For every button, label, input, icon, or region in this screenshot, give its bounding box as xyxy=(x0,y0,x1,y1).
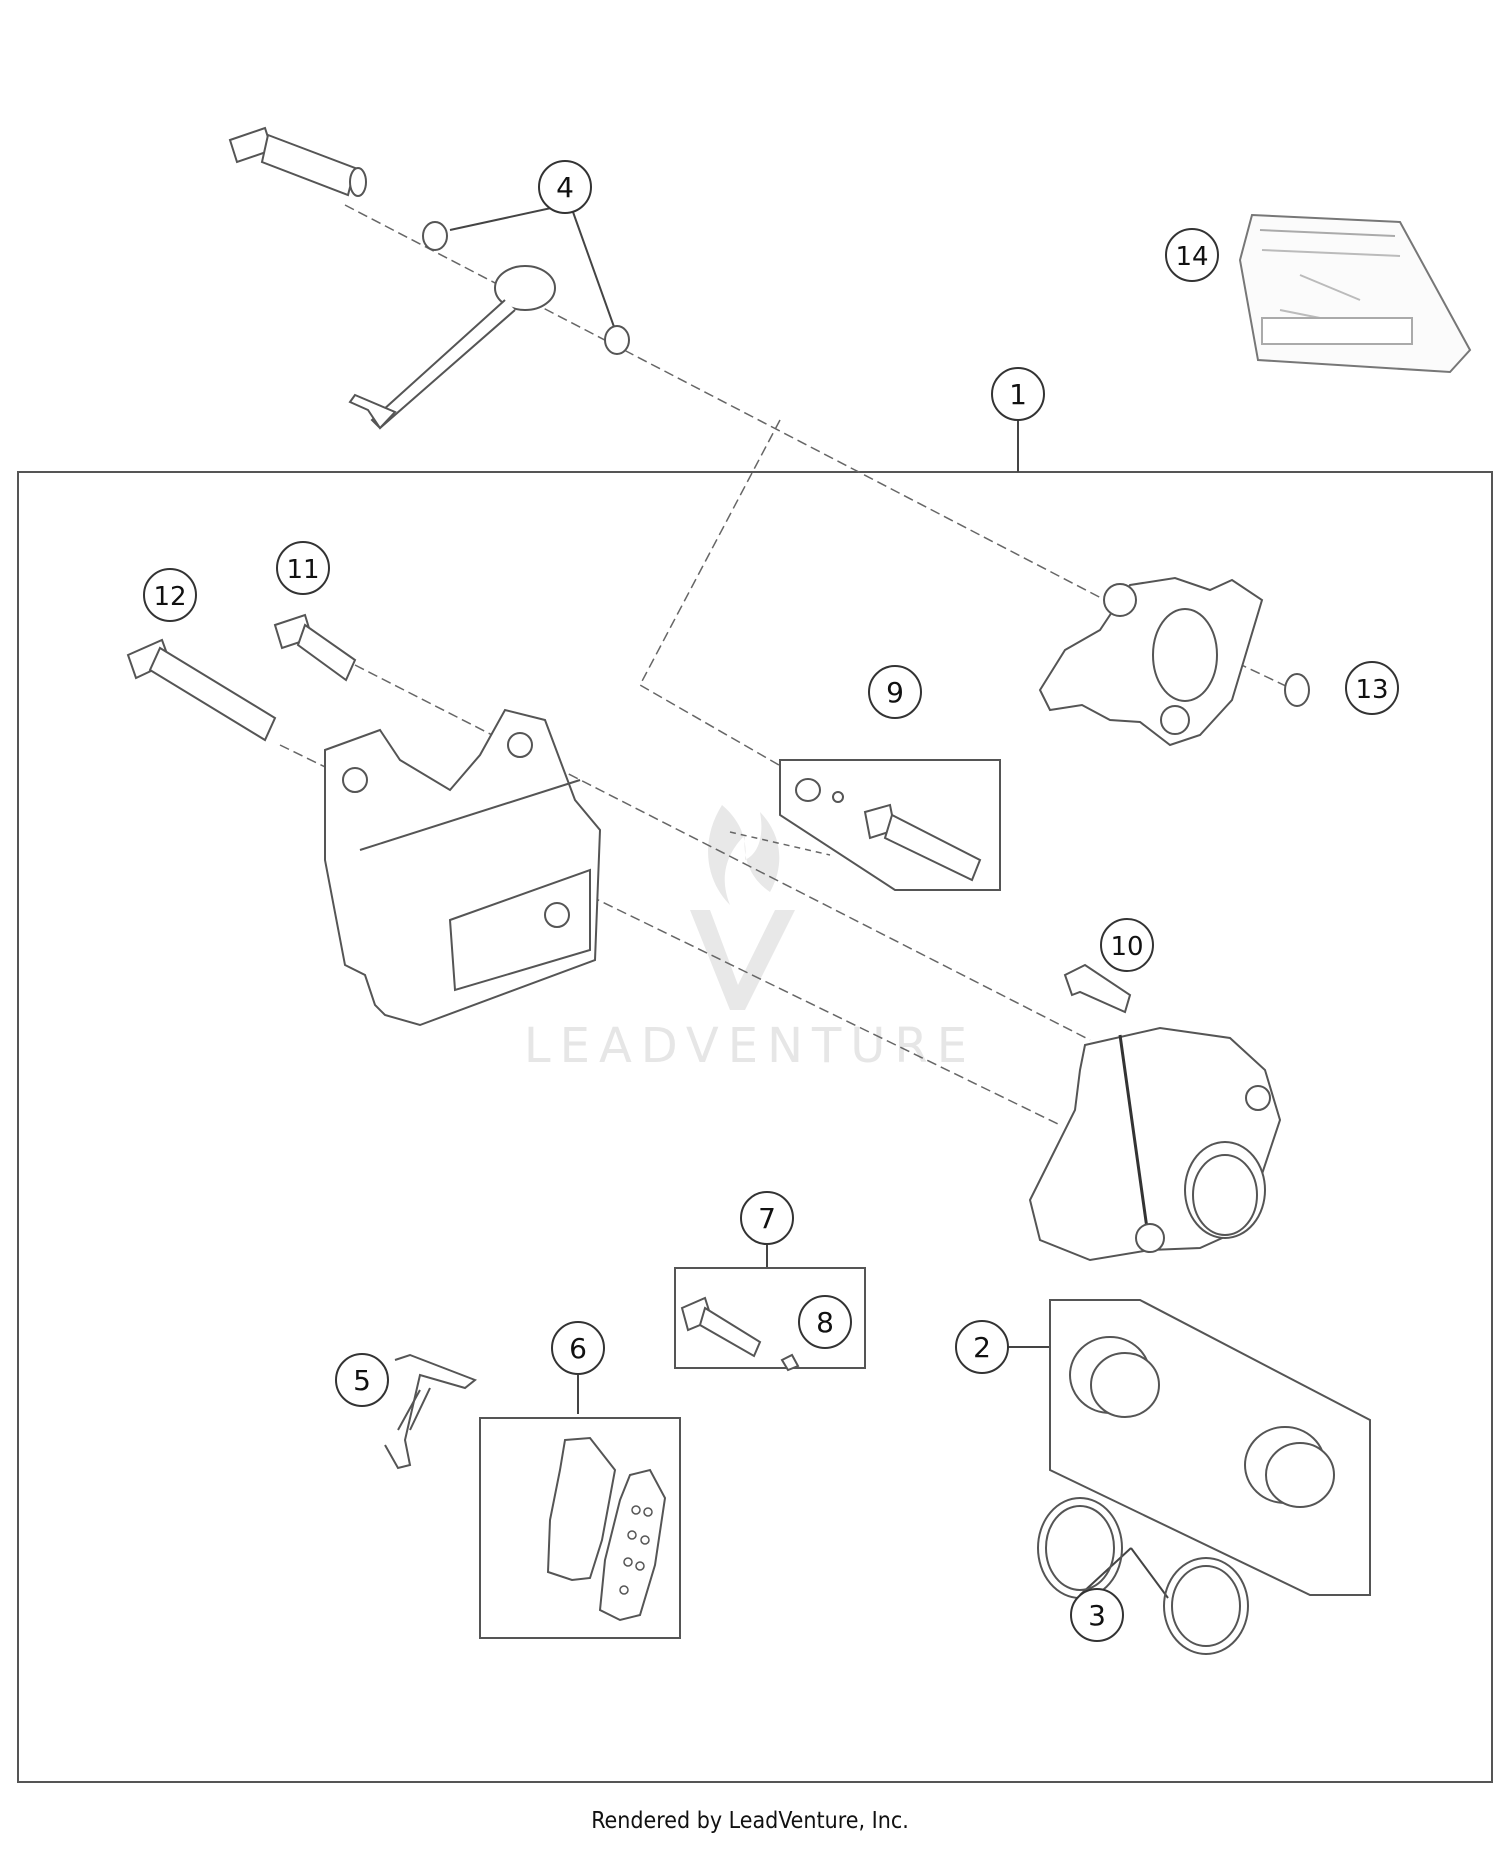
callout-12[interactable]: 12 xyxy=(143,568,197,622)
screw-10-part xyxy=(1063,963,1132,1014)
leadventure-watermark: LEADVENTURE xyxy=(524,805,976,1074)
o-ring-part xyxy=(1284,673,1310,707)
callout-label: 6 xyxy=(569,1332,587,1365)
callout-5[interactable]: 5 xyxy=(335,1353,389,1407)
callout-11[interactable]: 11 xyxy=(276,541,330,595)
bolt-top-part xyxy=(228,126,367,197)
callout-9[interactable]: 9 xyxy=(868,665,922,719)
callout-label: 9 xyxy=(886,676,904,709)
callout-10[interactable]: 10 xyxy=(1100,918,1154,972)
piston-seals-part xyxy=(1037,1497,1249,1655)
callout-13[interactable]: 13 xyxy=(1345,661,1399,715)
brake-pads-part xyxy=(479,1417,681,1639)
watermark-text: LEADVENTURE xyxy=(524,1018,976,1074)
watermark-v-mark-icon xyxy=(690,910,795,1010)
callout-label: 14 xyxy=(1175,242,1208,272)
bolt-11-part xyxy=(273,613,357,682)
long-bolt-part xyxy=(126,638,277,742)
callout-label: 3 xyxy=(1088,1599,1106,1632)
callout-label: 5 xyxy=(353,1364,371,1397)
callout-label: 12 xyxy=(153,582,186,612)
callout-label: 11 xyxy=(286,555,319,585)
bleeder-kit-part xyxy=(779,759,1001,891)
kit-frame xyxy=(17,471,1493,1783)
piston-kit-part xyxy=(1049,1299,1371,1596)
caliper-bracket-part xyxy=(324,708,602,1027)
callout-4[interactable]: 4 xyxy=(538,160,592,214)
brake-caliper-part xyxy=(1028,1026,1282,1262)
caliper-carrier-part xyxy=(1038,576,1264,747)
callout-label: 8 xyxy=(816,1306,834,1339)
callout-label: 13 xyxy=(1355,675,1388,705)
callout-label: 2 xyxy=(973,1331,991,1364)
callout-label: 7 xyxy=(758,1202,776,1235)
callout-6[interactable]: 6 xyxy=(551,1321,605,1375)
callout-7[interactable]: 7 xyxy=(740,1191,794,1245)
callout-label: 1 xyxy=(1009,378,1027,411)
callout-2[interactable]: 2 xyxy=(955,1320,1009,1374)
callout-3[interactable]: 3 xyxy=(1070,1588,1124,1642)
callout-label: 10 xyxy=(1110,932,1143,962)
pad-spring-part xyxy=(384,1353,477,1470)
watermark-flame-icon xyxy=(708,805,780,905)
callout-label: 4 xyxy=(556,171,574,204)
footer-credit: Rendered by LeadVenture, Inc. xyxy=(591,1808,909,1834)
washer-part xyxy=(422,221,448,251)
brake-line-part xyxy=(348,265,556,430)
callout-8[interactable]: 8 xyxy=(798,1295,852,1349)
washer-part xyxy=(604,325,630,355)
callout-14[interactable]: 14 xyxy=(1165,228,1219,282)
instruction-card-part xyxy=(1238,213,1472,374)
callout-1[interactable]: 1 xyxy=(991,367,1045,421)
